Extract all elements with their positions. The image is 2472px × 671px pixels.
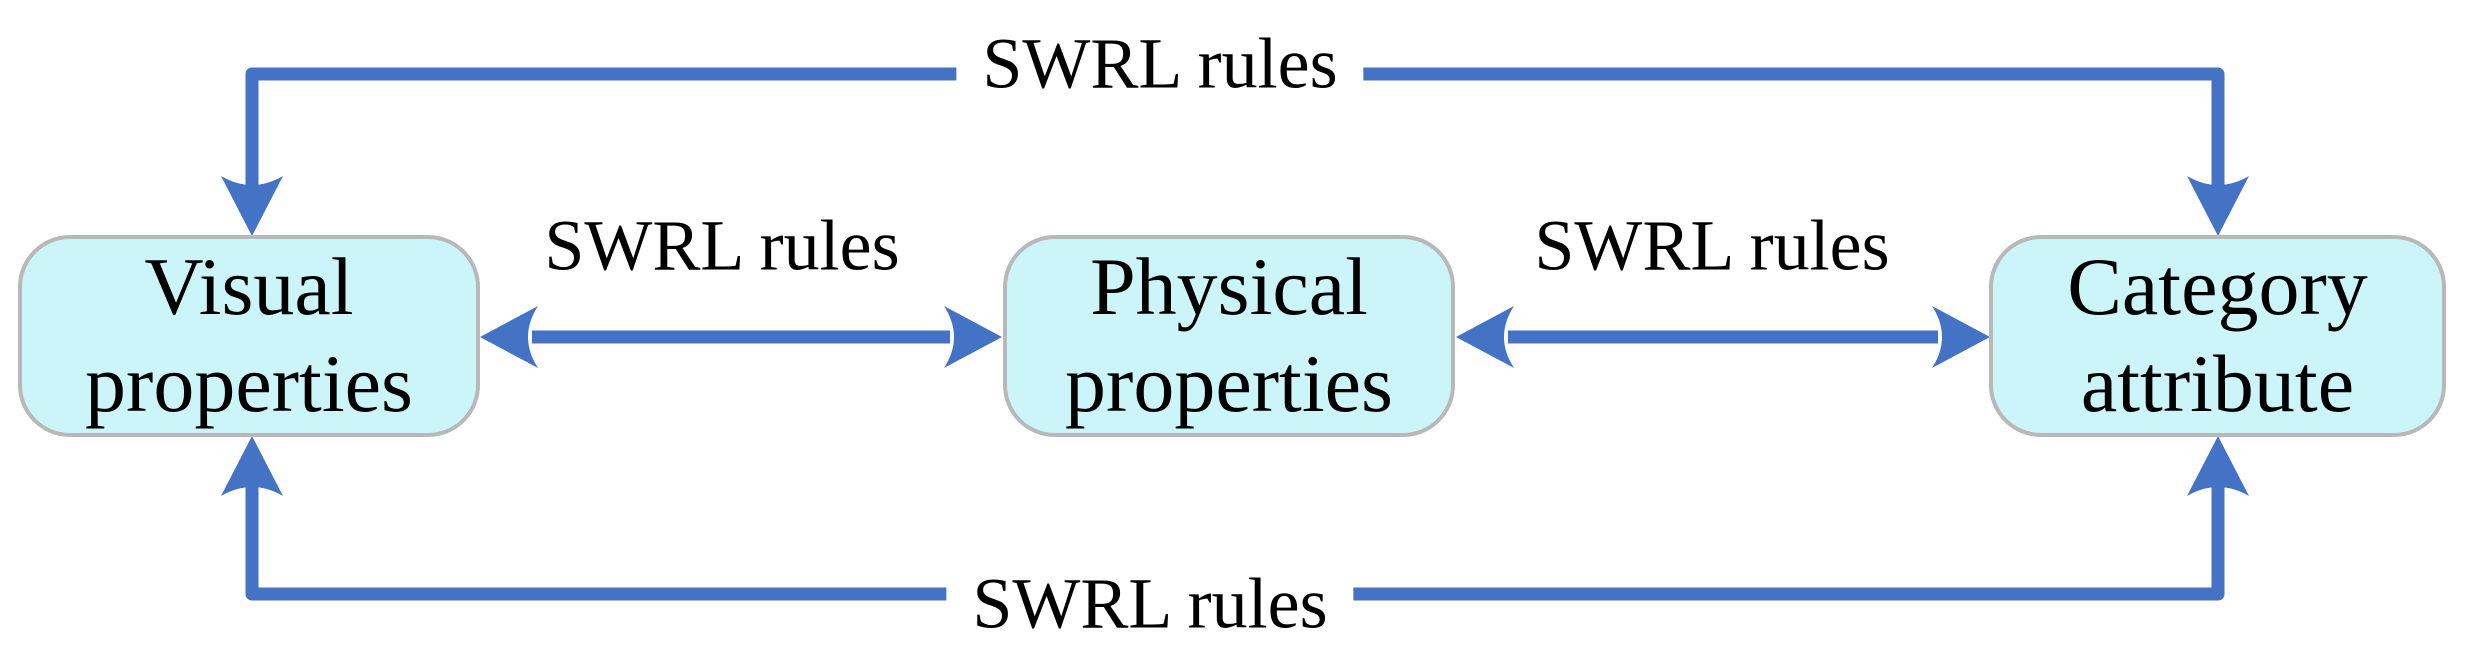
node-visual-properties-line2: properties (85, 338, 413, 429)
arrowhead-up-into-visual (221, 436, 283, 496)
node-visual-properties-line1: Visual (144, 241, 354, 333)
node-category-attribute: Category attribute (1989, 235, 2446, 437)
arrowhead-left-into-physical (1456, 306, 1514, 368)
node-category-attribute-line2: attribute (2080, 338, 2355, 429)
edge-label-middle-left-swrl-rules: SWRL rules (544, 205, 900, 286)
node-physical-properties-line1: Physical (1090, 241, 1368, 333)
arrowhead-down-into-category (2187, 176, 2249, 236)
edge-label-bottom-swrl-rules: SWRL rules (946, 564, 1354, 644)
node-visual-properties: Visual properties (18, 235, 480, 437)
edge-label-middle-right-swrl-rules: SWRL rules (1534, 205, 1890, 286)
visual-physical-double-arrow (480, 306, 1002, 368)
physical-category-double-arrow (1456, 306, 1990, 368)
node-physical-properties-line2: properties (1065, 338, 1393, 429)
arrowhead-left-into-visual (480, 306, 538, 368)
arrowhead-right-into-category (1932, 306, 1990, 368)
node-category-attribute-line1: Category (2067, 241, 2368, 333)
node-physical-properties: Physical properties (1003, 235, 1455, 437)
edge-label-top-swrl-rules: SWRL rules (956, 24, 1364, 104)
arrowhead-down-into-visual (221, 176, 283, 236)
arrowhead-right-into-physical (944, 306, 1002, 368)
arrowhead-up-into-category (2187, 436, 2249, 496)
